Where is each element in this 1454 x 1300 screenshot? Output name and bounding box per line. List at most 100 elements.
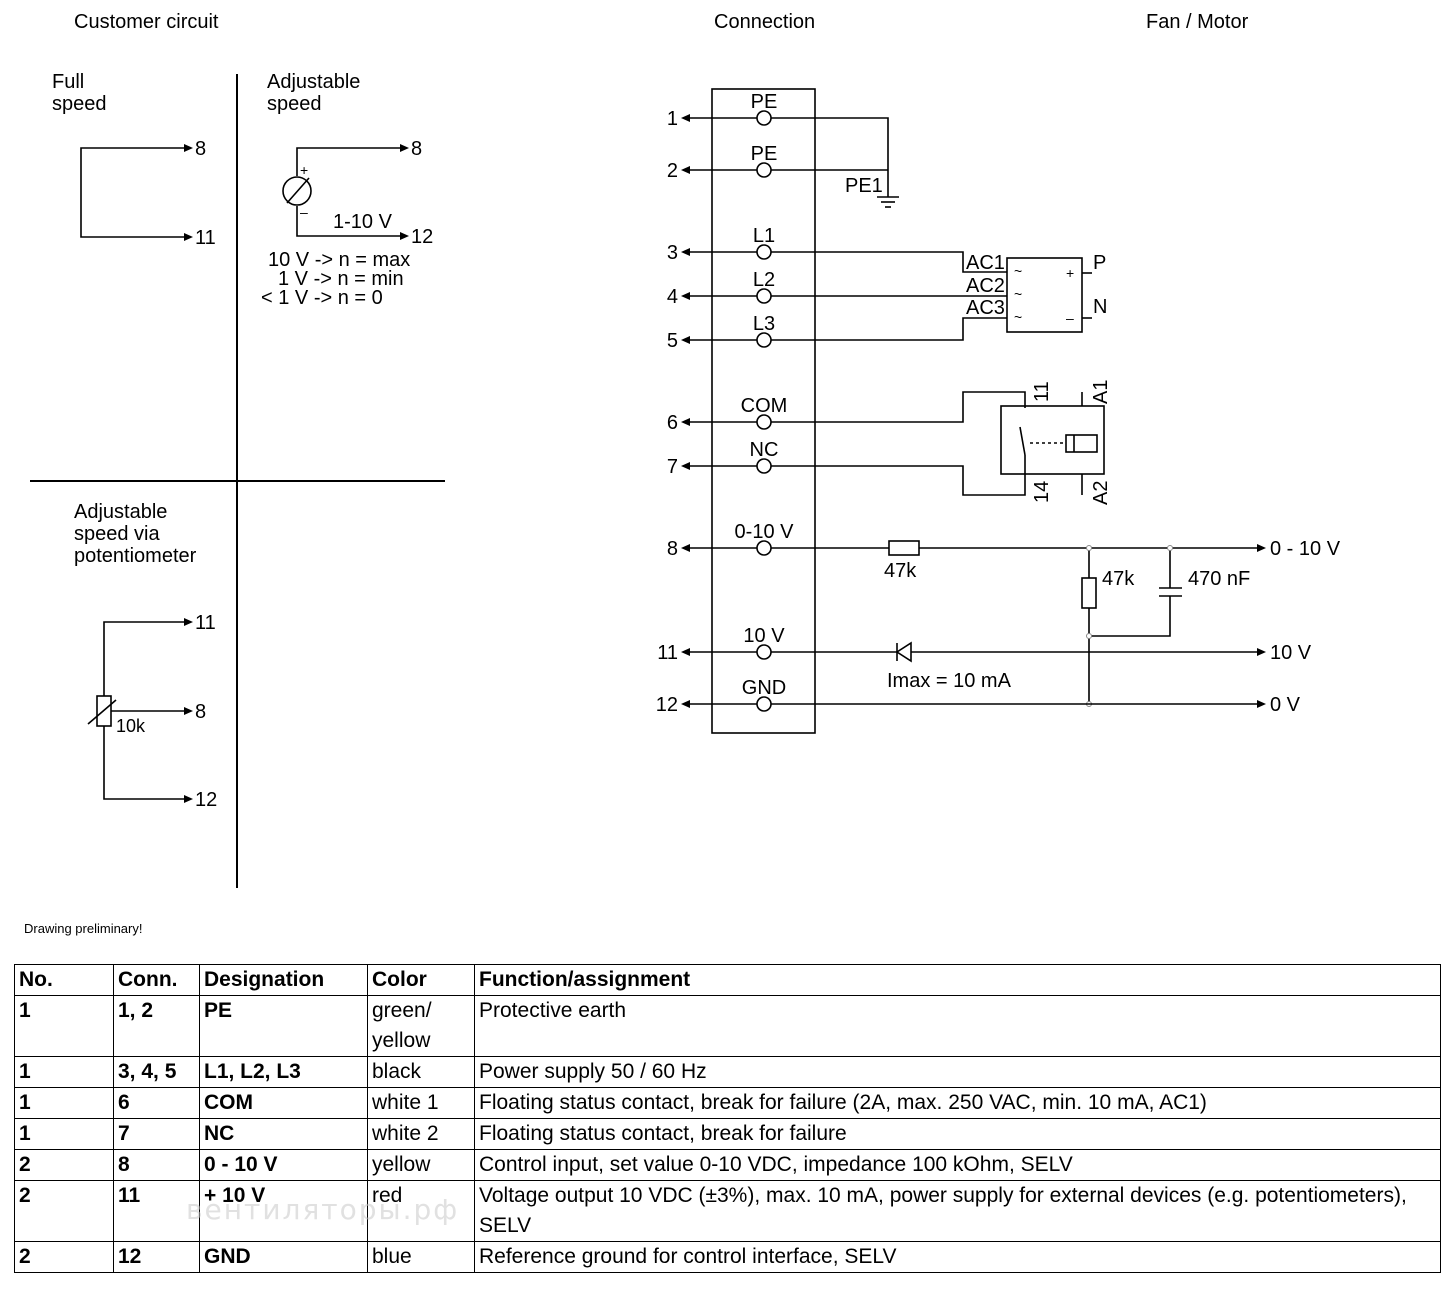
terminal-number: 7 [667,456,678,478]
cell-color: yellow [367,1149,475,1181]
voltage-source-minus: – [300,204,308,220]
terminal-screw-icon [756,332,772,348]
arrow-out-10v-icon [1257,648,1266,656]
signal-wire-to-8 [296,147,405,176]
terminal-number: 11 [657,642,678,664]
full-speed-pin-8: 8 [195,138,206,160]
cell-function: Floating status contact, break for failu… [474,1118,1441,1150]
terminal-arrow-icon [681,336,690,344]
cell-function: Reference ground for control interface, … [474,1241,1441,1273]
terminal-1: 1PE [667,91,777,130]
cell-color: white 1 [367,1087,475,1119]
terminal-screw-icon [756,288,772,304]
col-header-function: Function/assignment [474,964,1441,996]
terminal-block [711,88,816,734]
adjustable-pin-12: 12 [411,226,433,248]
cell-designation: PE [199,995,368,1057]
cell-conn: 12 [113,1241,200,1273]
potentiometer-adjust-icon [87,699,117,725]
potentiometer-circuit: Adjustable speed via potentiometer 11 8 … [74,501,217,811]
relay-pin-a1: A1 [1090,380,1112,404]
full-speed-title-line2: speed [52,93,107,115]
cell-no: 1 [14,1118,114,1150]
connection-table: No. Conn. Designation Color Function/ass… [14,964,1441,1273]
wire-nc [771,455,1026,496]
terminal-2: 2 PE [667,143,777,182]
terminal-label: GND [742,677,786,699]
rectifier-tilde-1: ~ [1014,263,1022,279]
table-row: 2 11 + 10 V red Voltage output 10 VDC (±… [14,1180,1441,1242]
relay-pin-a2: A2 [1090,481,1112,505]
output-10v-label: 10 V [1270,642,1312,664]
terminal-label: PE [751,143,778,165]
pot-pin-11: 11 [195,612,216,634]
terminal-number: 4 [667,286,678,308]
arrow-to-8-icon [400,144,409,152]
cell-function: Power supply 50 / 60 Hz [474,1056,1441,1088]
terminal-arrow-icon [681,544,690,552]
wire-l1 [771,251,1007,273]
col-header-no: No. [14,964,114,996]
arrow-to-12-icon [400,232,409,240]
table-row: 1 6 COM white 1 Floating status contact,… [14,1087,1441,1119]
terminal-4: 4L2 [667,269,775,308]
output-0-10-label: 0 - 10 V [1270,538,1341,560]
cell-no: 2 [14,1149,114,1181]
pot-pin-12: 12 [195,789,217,811]
terminal-number: 5 [667,330,678,352]
terminal-arrow-icon [681,418,690,426]
terminal-screw-icon [756,244,772,260]
resistor-series-icon [888,540,920,556]
cell-function: Floating status contact, break for failu… [474,1087,1441,1119]
imax-label: Imax = 10 mA [887,670,1012,692]
wiring-diagram: Customer circuit Connection Fan / Motor … [30,11,1341,888]
terminal-arrow-icon [681,462,690,470]
resistor-shunt-icon [1081,577,1097,609]
terminal-screw-icon [756,644,772,660]
terminal-arrow-icon [681,248,690,256]
cell-color: blue [367,1241,475,1273]
arrow-to-12-icon [184,795,193,803]
relay-contact-icon [1019,426,1026,456]
n-label: N [1093,296,1107,318]
terminal-arrow-icon [681,292,690,300]
terminal-arrow-icon [681,114,690,122]
cell-color: red [367,1180,475,1242]
arrow-to-8-icon [184,707,193,715]
adjustable-speed-circuit: Adjustable speed + – 1-10 V 8 12 10 V ->… [261,71,433,309]
header-fan-motor: Fan / Motor [1146,11,1249,33]
terminal-label: COM [741,395,788,417]
relay-box [1000,405,1105,475]
table-row: 1 7 NC white 2 Floating status contact, … [14,1118,1441,1150]
header-connection: Connection [714,11,815,33]
terminal-screw-icon [756,414,772,430]
cell-no: 1 [14,995,114,1057]
arrow-out-0-10-icon [1257,544,1266,552]
table-row: 2 12 GND blue Reference ground for contr… [14,1241,1441,1273]
cell-designation: NC [199,1118,368,1150]
cap-wire-bottom [1089,596,1171,637]
terminal-label: 0-10 V [735,521,795,543]
col-header-conn: Conn. [113,964,200,996]
pe1-label: PE1 [845,175,883,197]
terminal-label: L3 [753,313,775,335]
pot-wire-bottom [103,726,190,800]
arrow-out-0v-icon [1257,700,1266,708]
signal-range-label: 1-10 V [333,211,393,233]
wire-com [771,391,1026,423]
cell-conn: 11 [113,1180,200,1242]
table-row: 1 1, 2 PE green/ yellow Protective earth [14,995,1441,1057]
shunt-resistor-label: 47k [1102,568,1135,590]
cell-no: 1 [14,1087,114,1119]
table-row: 1 3, 4, 5 L1, L2, L3 black Power supply … [14,1056,1441,1088]
cell-color: green/ yellow [367,995,475,1057]
wire-l3 [771,317,1007,341]
full-speed-title-line1: Full [52,71,84,93]
terminal-number: 2 [667,160,678,182]
col-header-designation: Designation [199,964,368,996]
terminal-arrow-icon [681,166,690,174]
ac1-label: AC1 [966,252,1005,274]
